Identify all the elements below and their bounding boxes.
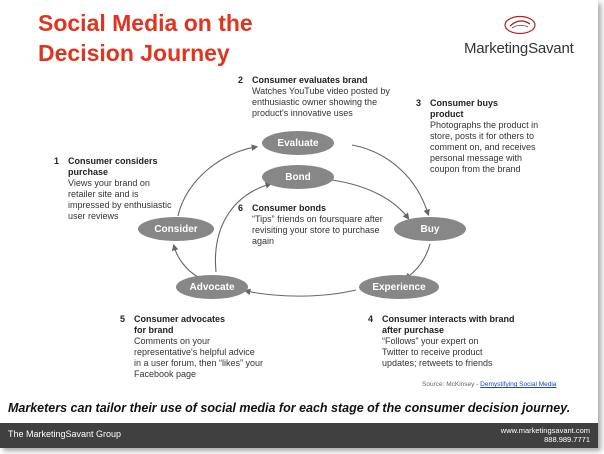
step-description: “Tips” friends on foursquare after revis… [252,214,383,246]
footer-contact: www.marketingsavant.com 888.989.7771 [501,426,590,444]
step-description: Comments on your representative's helpfu… [134,336,264,379]
source-link[interactable]: Demystifying Social Media [480,381,557,388]
stage-advocate: Advocate [176,275,248,299]
step-heading: Consumer considers purchase [68,156,158,177]
arrow-advocate-bond [214,182,273,273]
step-number: 3 [416,98,422,108]
tagline: Marketers can tailor their use of social… [8,401,571,415]
slide: Social Media on the Decision Journey Mar… [0,10,598,448]
arrow-consider-evaluate [177,144,259,217]
step-number: 5 [120,314,126,324]
step-description: Photographs the product in store, posts … [430,120,539,174]
arrow-experience-advocate [243,288,357,297]
stage-bond: Bond [262,165,334,189]
step-5: 5 Consumer advocates for brand Comments … [120,314,264,380]
stage-evaluate: Evaluate [262,131,334,155]
arrow-bond-buy [331,179,410,220]
step-number: 6 [238,203,244,213]
logo-wordmark: MarketingSavant [464,40,574,57]
arrow-advocate-consider [171,243,199,278]
slide-title: Social Media on the Decision Journey [38,10,253,66]
step-heading: Consumer bonds [252,203,327,213]
source-note: Source: McKinsey - Demystifying Social M… [422,381,556,388]
footer-bar: The MarketingSavant Group www.marketings… [0,423,598,448]
stage-buy: Buy [394,217,466,241]
step-number: 4 [368,314,374,324]
step-description: “Follows” your expert on Twitter to rece… [382,336,493,368]
stage-experience: Experience [359,275,439,299]
footer-website[interactable]: www.marketingsavant.com [500,426,590,435]
source-prefix: Source: McKinsey - [422,381,481,388]
step-1: 1 Consumer considers purchase Views your… [54,156,176,222]
footer-phone: 888.989.7771 [544,435,590,444]
step-heading: Consumer advocates for brand [134,314,226,335]
journey-diagram [171,144,431,297]
step-4: 4 Consumer interacts with brand after pu… [368,314,520,369]
step-number: 2 [238,75,244,85]
logo-badge-icon [504,15,536,35]
step-heading: Consumer buys product [430,98,499,119]
footer-company: The MarketingSavant Group [8,429,122,439]
step-6: 6 Consumer bonds “Tips” friends on fours… [238,203,386,247]
arrow-evaluate-buy [351,144,430,217]
arrow-buy-experience [404,243,431,280]
step-2: 2 Consumer evaluates brand Watches YouTu… [238,75,402,119]
logo-brand-bold: Marketing [464,40,529,57]
step-3: 3 Consumer buys product Photographs the … [416,98,540,175]
logo-brand-rest: Savant [528,40,574,57]
step-number: 1 [54,156,60,166]
step-heading: Consumer evaluates brand [252,75,368,85]
step-heading: Consumer interacts with brand after purc… [382,314,515,335]
stage-consider: Consider [138,217,214,241]
step-description: Views your brand on retailer site and is… [68,178,172,221]
step-description: Watches YouTube video posted by enthusia… [252,86,390,118]
